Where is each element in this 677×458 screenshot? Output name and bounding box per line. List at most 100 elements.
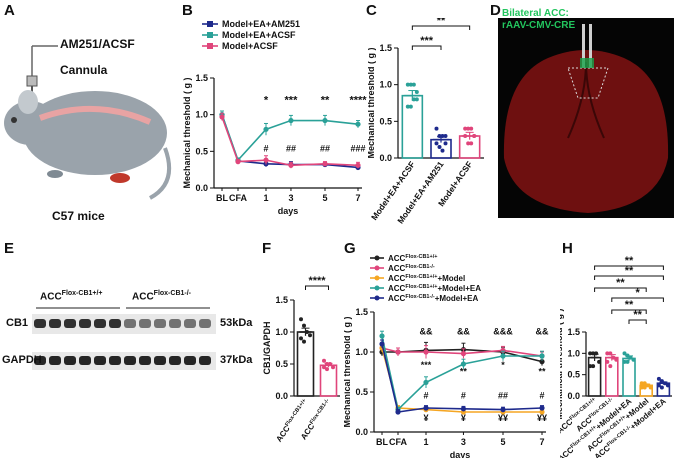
y-tick-label: 1.0 [355, 347, 368, 357]
western-blot [32, 307, 216, 370]
data-point [597, 359, 602, 364]
y-axis-label: Mechanical threshold ( g ) [344, 316, 352, 427]
data-point [500, 353, 506, 359]
gapdh-band [64, 356, 76, 365]
data-point [331, 365, 335, 370]
data-point [469, 126, 474, 131]
gapdh-band [79, 356, 91, 365]
data-point [235, 159, 241, 165]
bar [401, 94, 424, 159]
data-point [631, 357, 636, 362]
y-tick-label: 0.5 [567, 370, 580, 380]
significance-mark: ** [460, 366, 468, 376]
significance-mark: ¥¥ [537, 413, 547, 423]
data-point [443, 141, 448, 146]
data-point [355, 121, 361, 127]
significance-bracket [305, 285, 329, 290]
data-point [639, 385, 644, 390]
acc-virus-line1: Bilateral ACC: [502, 8, 569, 19]
gapdh-band [94, 356, 106, 365]
acc-virus-line2: rAAV-CMV-CRE [502, 20, 576, 31]
blot-group1-sup: Flox-CB1+/+ [61, 290, 103, 297]
y-axis-label: Mechanical threshold ( g ) [560, 308, 564, 419]
significance-star: *** [285, 95, 299, 107]
data-point [411, 97, 416, 102]
significance-mark: && [457, 326, 470, 336]
data-point [414, 97, 419, 102]
data-point [662, 381, 667, 386]
data-point [648, 385, 653, 390]
data-point [605, 351, 610, 356]
significance-hash: # [263, 143, 268, 153]
data-point [405, 104, 410, 109]
panel-letter-h: H [562, 240, 573, 257]
data-point [466, 126, 471, 131]
data-point [443, 134, 448, 138]
data-point [423, 405, 429, 411]
y-tick-label: 1.5 [195, 73, 208, 83]
blot-group1-label: ACCFlox-CB1+/+ [40, 290, 103, 302]
y-tick-label: 1.5 [567, 327, 580, 337]
x-tick-label: CFA [229, 193, 248, 203]
data-point [608, 364, 613, 369]
injection-needle-right [589, 24, 592, 68]
data-point [500, 407, 506, 413]
data-point [539, 405, 545, 411]
data-point [322, 117, 328, 124]
data-point [434, 141, 439, 146]
significance-bracket [411, 45, 442, 50]
y-axis-label: Mechanical threshold ( g ) [182, 77, 192, 188]
series-line [381, 347, 543, 357]
panel-letter-f: F [262, 240, 272, 257]
injected-paw [110, 173, 130, 183]
significance-bracket [611, 297, 664, 302]
data-point [325, 367, 329, 372]
panel-letter-a: A [4, 2, 15, 19]
data-point [322, 365, 326, 370]
significance-bracket [611, 309, 647, 314]
data-point [308, 333, 312, 338]
significance-hash: ### [350, 143, 365, 153]
data-point [645, 383, 650, 388]
cb1-kda-label: 53kDa [220, 317, 253, 329]
x-axis-label: days [278, 206, 299, 216]
panel-letter-d: D [490, 2, 501, 19]
data-point [437, 145, 442, 149]
cb1-band [139, 319, 151, 328]
data-point [463, 134, 468, 138]
data-point [440, 134, 445, 138]
significance-mark: *** [421, 360, 432, 370]
significance-hash: ## [286, 143, 296, 153]
data-point [460, 351, 467, 357]
data-point [299, 336, 303, 341]
significance-label: ** [625, 255, 634, 267]
data-point [500, 347, 506, 353]
legend-label: ACCFlox-CB1+/++Model [388, 274, 465, 283]
data-point [379, 333, 385, 339]
legend-marker [207, 43, 213, 49]
cb1-band [49, 319, 61, 328]
data-point [437, 134, 442, 138]
data-point [539, 353, 545, 359]
bar [622, 357, 636, 397]
data-point [302, 323, 306, 328]
data-point [423, 379, 429, 385]
blot-group2-sup: Flox-CB1-/- [153, 290, 192, 297]
gapdh-band-row [34, 356, 211, 365]
x-tick-label: 7 [539, 437, 544, 447]
mouse-eye [11, 117, 17, 123]
legend-label: ACCFlox-CB1-/- [388, 264, 435, 273]
data-point [605, 359, 610, 364]
data-point [608, 351, 613, 356]
significance-label: ** [633, 309, 642, 321]
cb1-band-label: CB1 [6, 317, 29, 329]
data-point [659, 379, 664, 384]
drug-label: AM251/ACSF [60, 37, 135, 51]
data-point [642, 385, 647, 390]
significance-bracket [594, 275, 664, 280]
data-point [656, 376, 661, 381]
data-point [328, 362, 332, 366]
